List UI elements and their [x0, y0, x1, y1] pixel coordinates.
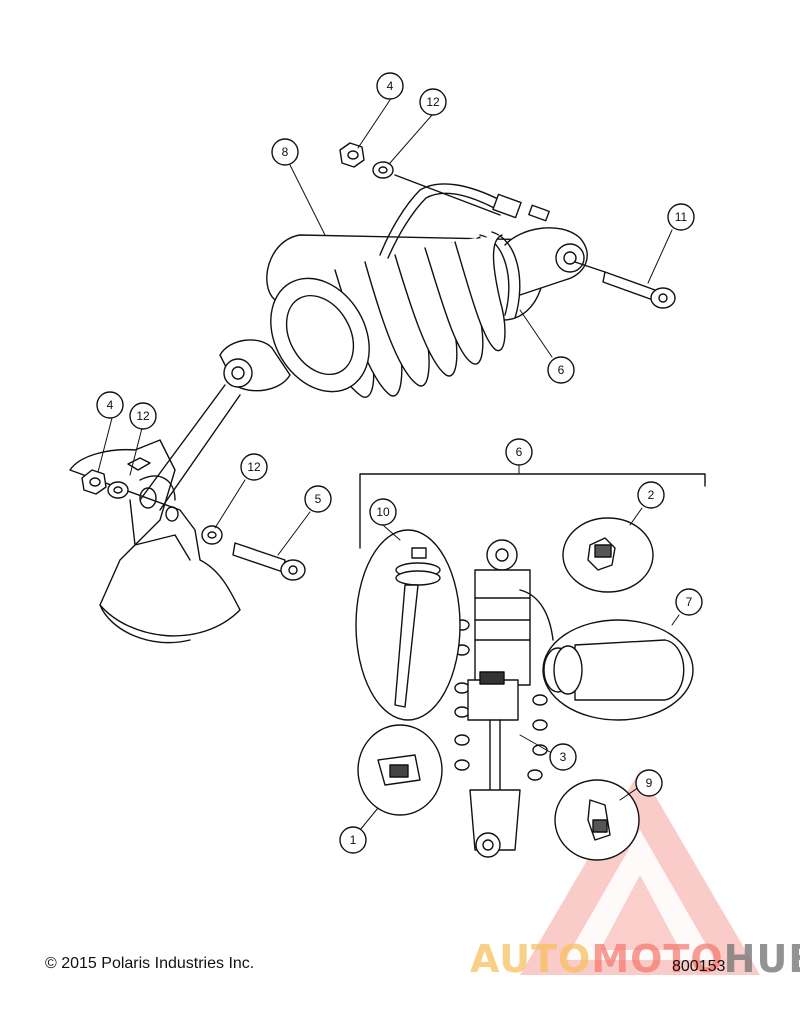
callout-12-right: 12 [247, 460, 261, 474]
callout-7: 7 [686, 595, 693, 609]
watermark-text-auto: AUTO [470, 937, 592, 981]
leader-lines [97, 99, 680, 831]
detail-bubble-10 [355, 529, 461, 721]
copyright-text: © 2015 Polaris Industries Inc. [45, 955, 255, 972]
callout-4-top: 4 [387, 79, 394, 93]
callout-4-left: 4 [107, 398, 114, 412]
callout-1: 1 [350, 833, 357, 847]
callout-12-top: 12 [426, 95, 440, 109]
watermark-text-hub: HUB [723, 937, 800, 981]
callout-circles [96, 72, 703, 854]
upper-hardware [339, 142, 676, 309]
detail-bubble-9 [554, 779, 640, 861]
shock-exploded [454, 539, 554, 858]
detail-bubble-7 [542, 619, 694, 721]
callout-6-bracket: 6 [516, 445, 523, 459]
callout-9: 9 [646, 776, 653, 790]
detail-bubble-2 [562, 517, 654, 593]
frame-mount [69, 384, 306, 644]
callout-11: 11 [675, 210, 688, 224]
callout-2: 2 [648, 488, 655, 502]
watermark-logo: AUTOMOTOHUB [470, 937, 800, 981]
bracket-6 [359, 473, 706, 549]
callout-5: 5 [315, 492, 322, 506]
callout-12-left: 12 [136, 409, 150, 423]
shock-assembly-main [219, 183, 588, 398]
callout-8: 8 [282, 145, 289, 159]
figure-number: 800153 [672, 958, 726, 975]
detail-bubble-1 [357, 724, 443, 816]
watermark-triangle [520, 770, 760, 975]
watermark-text-moto: MOTO [591, 937, 724, 981]
callout-10: 10 [376, 505, 390, 519]
callout-3: 3 [560, 750, 567, 764]
callout-6-main: 6 [558, 363, 565, 377]
